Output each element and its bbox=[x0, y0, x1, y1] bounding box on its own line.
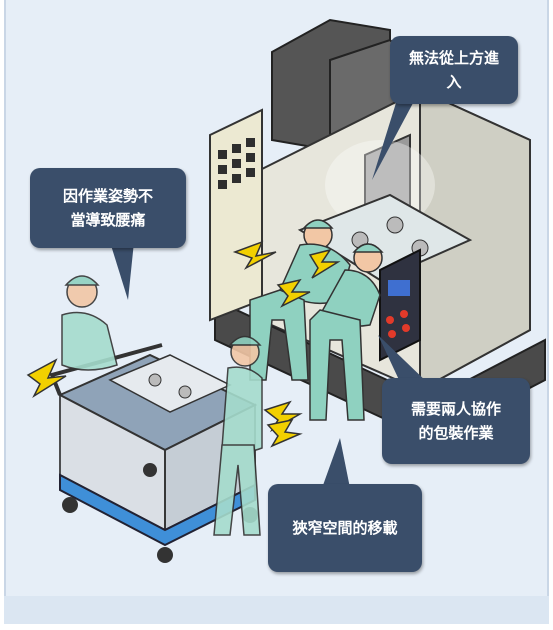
workers-at-machine bbox=[249, 219, 384, 421]
callout-back-pain: 因作業姿勢不 當導致腰痛 bbox=[30, 168, 186, 248]
callout-top-access: 無法從上方進 入 bbox=[390, 36, 518, 104]
callout-two-person-packing: 需要兩人協作 的包裝作業 bbox=[382, 378, 530, 464]
callout-narrow-space-transfer: 狹窄空間的移載 bbox=[268, 484, 422, 572]
cabinet-vents bbox=[218, 138, 255, 189]
transport-cart bbox=[49, 343, 258, 563]
strain-alert-marks bbox=[26, 240, 341, 448]
workers-at-cart bbox=[61, 275, 263, 536]
callout-tails bbox=[110, 90, 430, 488]
scene-floor-band bbox=[4, 596, 549, 624]
